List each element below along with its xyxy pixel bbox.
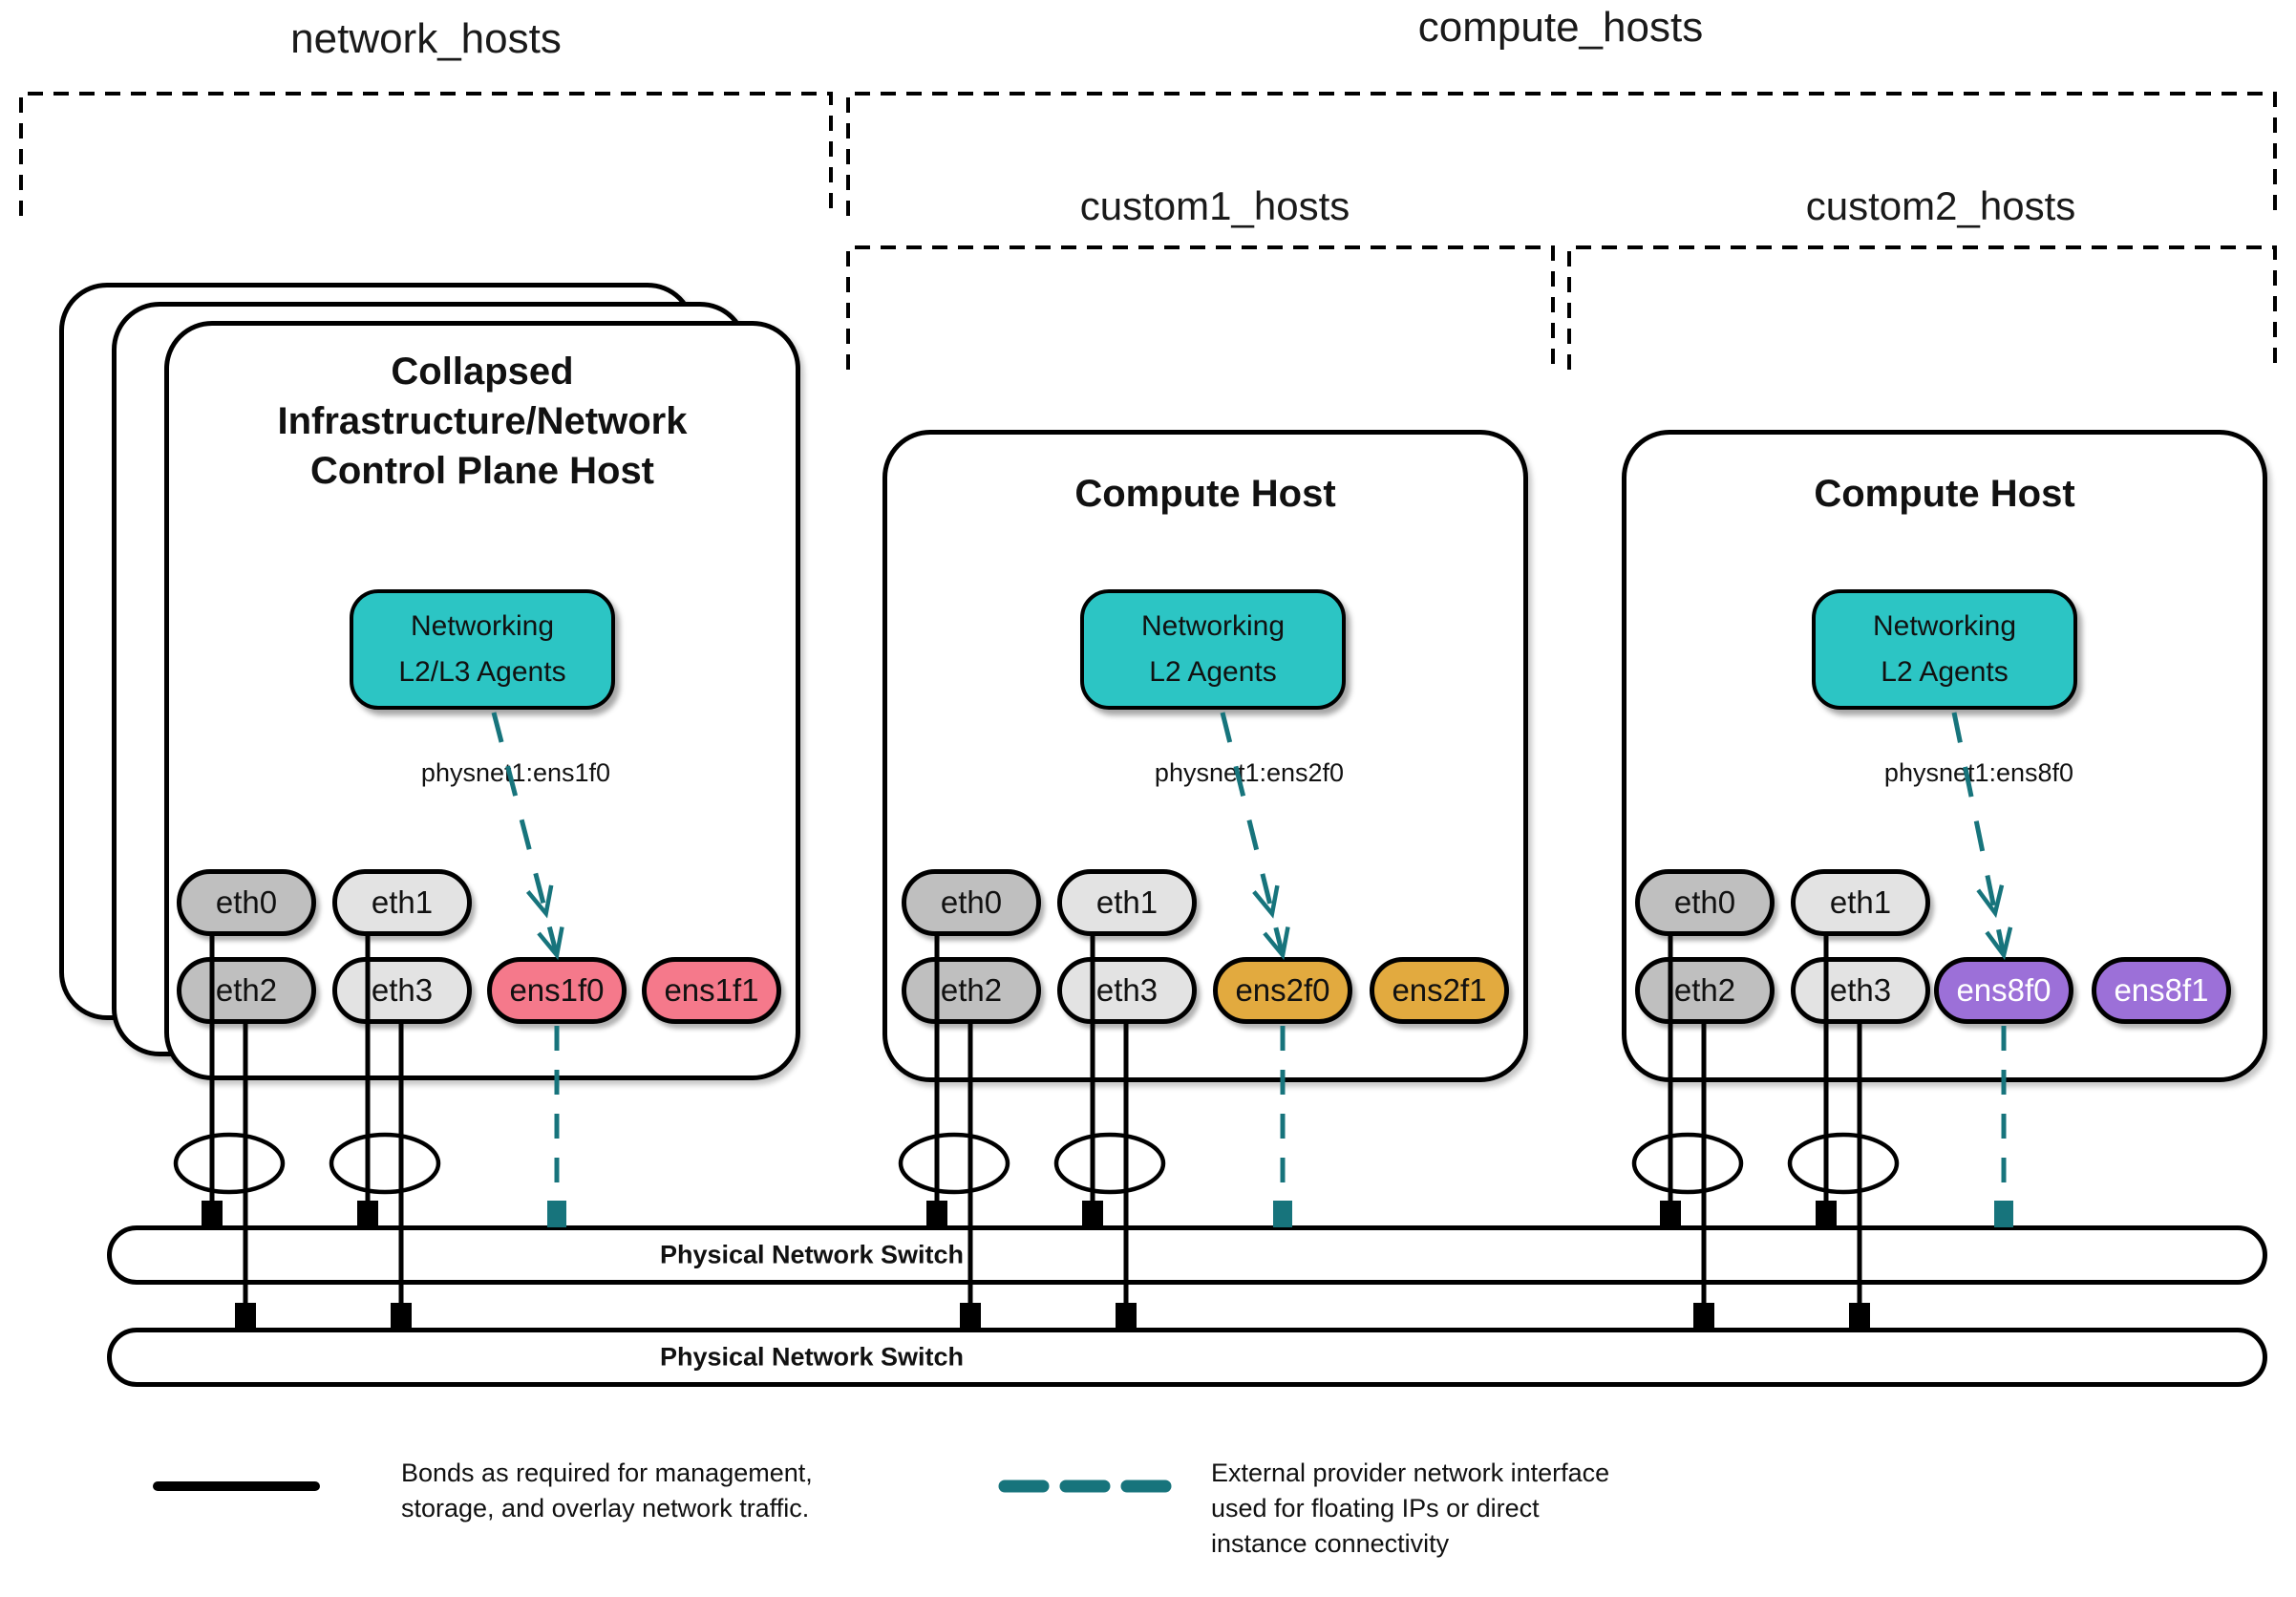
nic-pill-eth3: eth3 — [332, 957, 472, 1024]
agent-line2: L2 Agents — [1149, 656, 1277, 688]
physical-network-switch-2: Physical Network Switch — [107, 1328, 2267, 1387]
provider-connector-square — [547, 1201, 566, 1227]
connector-square — [357, 1201, 378, 1227]
bond-ellipses — [173, 1132, 1900, 1195]
nic-pill-eth0: eth0 — [177, 869, 316, 936]
connector-square — [1082, 1201, 1103, 1227]
nic-pill-eth1: eth1 — [332, 869, 472, 936]
physnet-label-compute-2: physnet1:ens8f0 — [1883, 758, 2074, 787]
control-plane-host-title: Collapsed Infrastructure/Network Control… — [169, 347, 796, 496]
nic-pill-ens2f1: ens2f1 — [1370, 957, 1509, 1024]
connector-square — [960, 1303, 981, 1330]
connector-square — [1849, 1303, 1870, 1330]
control-plane-title-line1: Collapsed — [391, 351, 574, 393]
nic-pill-eth2: eth2 — [902, 957, 1041, 1024]
agent-line1: Networking — [1872, 610, 2017, 642]
legend-bond-line1: Bonds as required for management, — [401, 1459, 813, 1487]
physnet-label-compute-1: physnet1:ens2f0 — [1154, 758, 1345, 787]
nic-pill-ens8f1: ens8f1 — [2092, 957, 2231, 1024]
custom1-hosts-bracket — [846, 245, 1555, 370]
nic-pill-eth1: eth1 — [1057, 869, 1197, 936]
connector-square — [391, 1303, 412, 1330]
agent-line1: Networking — [1140, 610, 1286, 642]
agent-line2: L2/L3 Agents — [398, 656, 566, 688]
legend-external-text: External provider network interface used… — [1211, 1456, 1609, 1562]
compute-host-2-title: Compute Host — [1626, 469, 2263, 519]
bond-ellipse — [329, 1132, 441, 1195]
bond-ellipse — [1631, 1132, 1744, 1195]
provider-connector-square — [1273, 1201, 1292, 1227]
nic-pill-eth0: eth0 — [1635, 869, 1775, 936]
bond-ellipse — [173, 1132, 286, 1195]
nic-pill-eth2: eth2 — [1635, 957, 1775, 1024]
agent-box-compute-1: Networking L2 Agents — [1080, 589, 1346, 710]
group-label-custom2-hosts: custom2_hosts — [1805, 183, 2076, 228]
bond-ellipse — [1053, 1132, 1166, 1195]
agent-box-compute-2: Networking L2 Agents — [1812, 589, 2077, 710]
compute-host-1-title-line: Compute Host — [1074, 473, 1336, 515]
agent-line2: L2 Agents — [1881, 656, 2009, 688]
bond-ellipse — [1787, 1132, 1900, 1195]
connector-square — [926, 1201, 947, 1227]
switch2-connectors — [235, 1303, 1870, 1330]
nic-pill-ens8f0: ens8f0 — [1934, 957, 2073, 1024]
physical-network-switch-1: Physical Network Switch — [107, 1225, 2267, 1285]
legend-external-line2: used for floating IPs or direct — [1211, 1494, 1540, 1522]
nic-pill-eth3: eth3 — [1057, 957, 1197, 1024]
switch-2-label: Physical Network Switch — [659, 1342, 965, 1372]
compute-host-1-title: Compute Host — [887, 469, 1523, 519]
nic-pill-ens2f0: ens2f0 — [1213, 957, 1352, 1024]
switch1-provider-connectors — [547, 1201, 2013, 1227]
physnet-label-control-plane: physnet1:ens1f0 — [420, 758, 611, 787]
legend-bond-line2: storage, and overlay network traffic. — [401, 1494, 810, 1522]
network-hosts-bracket — [19, 92, 833, 216]
control-plane-title-line2: Infrastructure/Network — [277, 400, 688, 442]
nic-pill-eth1: eth1 — [1791, 869, 1930, 936]
group-label-custom1-hosts: custom1_hosts — [1079, 183, 1350, 228]
switch1-connectors — [202, 1201, 1837, 1227]
legend-external-line3: instance connectivity — [1211, 1529, 1450, 1558]
group-label-network-hosts: network_hosts — [290, 15, 562, 62]
nic-pill-eth0: eth0 — [902, 869, 1041, 936]
legend-external-line1: External provider network interface — [1211, 1459, 1610, 1487]
connector-square — [1816, 1201, 1837, 1227]
group-label-compute-hosts: compute_hosts — [1417, 4, 1704, 51]
connector-square — [1660, 1201, 1681, 1227]
agent-line1: Networking — [410, 610, 555, 642]
connector-square — [1693, 1303, 1714, 1330]
nic-pill-eth2: eth2 — [177, 957, 316, 1024]
provider-connector-square — [1994, 1201, 2013, 1227]
control-plane-title-line3: Control Plane Host — [309, 450, 655, 492]
nic-pill-ens1f1: ens1f1 — [642, 957, 781, 1024]
connector-square — [202, 1201, 223, 1227]
compute-host-2-title-line: Compute Host — [1814, 473, 2075, 515]
connector-square — [235, 1303, 256, 1330]
connector-square — [1116, 1303, 1137, 1330]
custom2-hosts-bracket — [1567, 245, 2277, 370]
switch-1-label: Physical Network Switch — [659, 1240, 965, 1269]
nic-pill-eth3: eth3 — [1791, 957, 1930, 1024]
bond-ellipse — [898, 1132, 1010, 1195]
agent-box-control-plane: Networking L2/L3 Agents — [350, 589, 615, 710]
legend-bond-text: Bonds as required for management, storag… — [401, 1456, 813, 1526]
nic-pill-ens1f0: ens1f0 — [487, 957, 627, 1024]
